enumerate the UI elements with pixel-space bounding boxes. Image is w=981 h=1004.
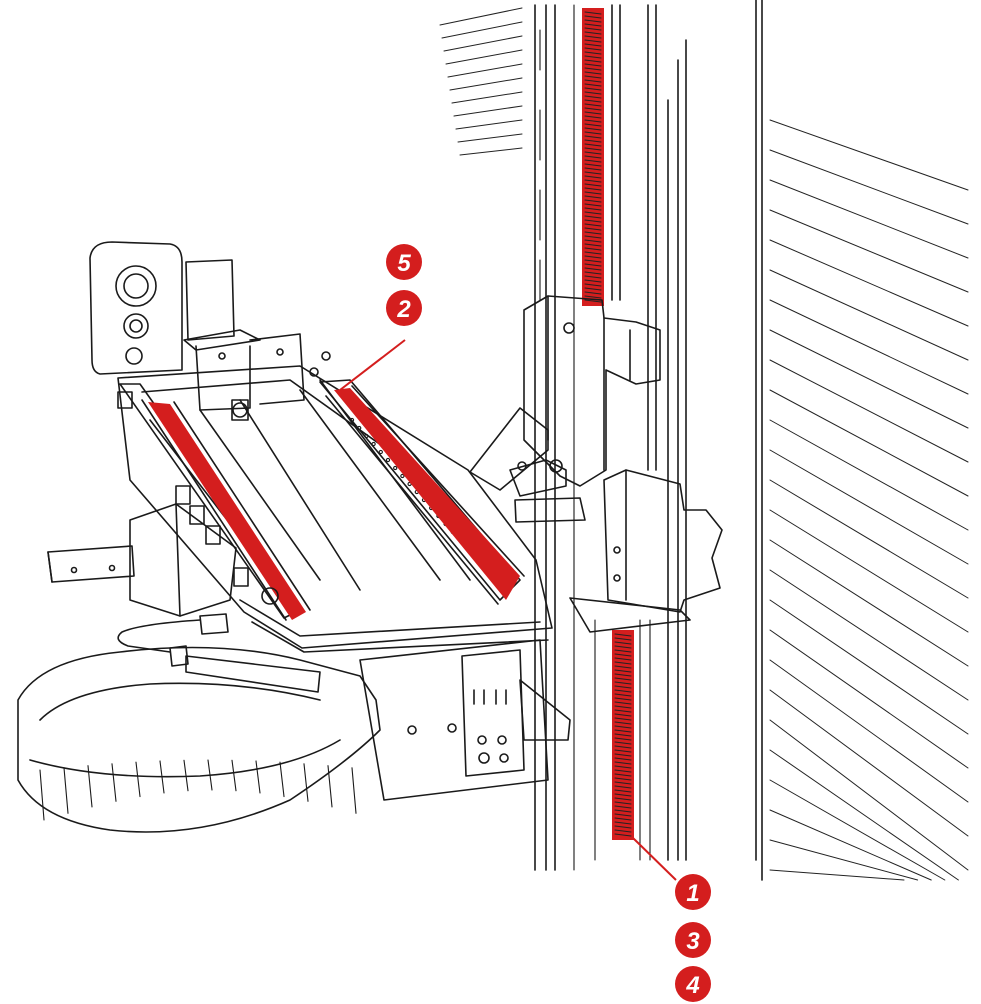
leader-lines: [339, 339, 677, 881]
callout-badge-2: 2: [386, 290, 422, 326]
drag-chain-links: [39, 759, 357, 821]
svg-text:1: 1: [686, 880, 699, 907]
rack-teeth: [584, 11, 632, 837]
mast-carriage: [469, 295, 661, 523]
callout-badge-4: 4: [675, 966, 711, 1002]
svg-text:3: 3: [686, 928, 700, 955]
hatch-lines-right: [769, 119, 969, 881]
svg-text:5: 5: [397, 250, 411, 277]
svg-text:2: 2: [396, 296, 411, 323]
svg-text:4: 4: [685, 972, 699, 999]
hatch-lines-top-left: [439, 7, 523, 156]
callout-badge-5: 5: [386, 244, 422, 280]
lower-mount-bracket: [359, 639, 571, 801]
callout-badge-1: 1: [675, 874, 711, 910]
mast-lower-bracket: [569, 469, 723, 633]
cable: [117, 613, 321, 693]
motor-housing: [89, 241, 305, 411]
right-belt-rail: [319, 379, 525, 605]
vertical-mast: [534, 0, 763, 881]
callout-badge-3: 3: [675, 922, 711, 958]
left-belt-rail: [119, 383, 311, 621]
left-guide-beam: [47, 503, 237, 617]
drag-chain: [17, 646, 381, 833]
